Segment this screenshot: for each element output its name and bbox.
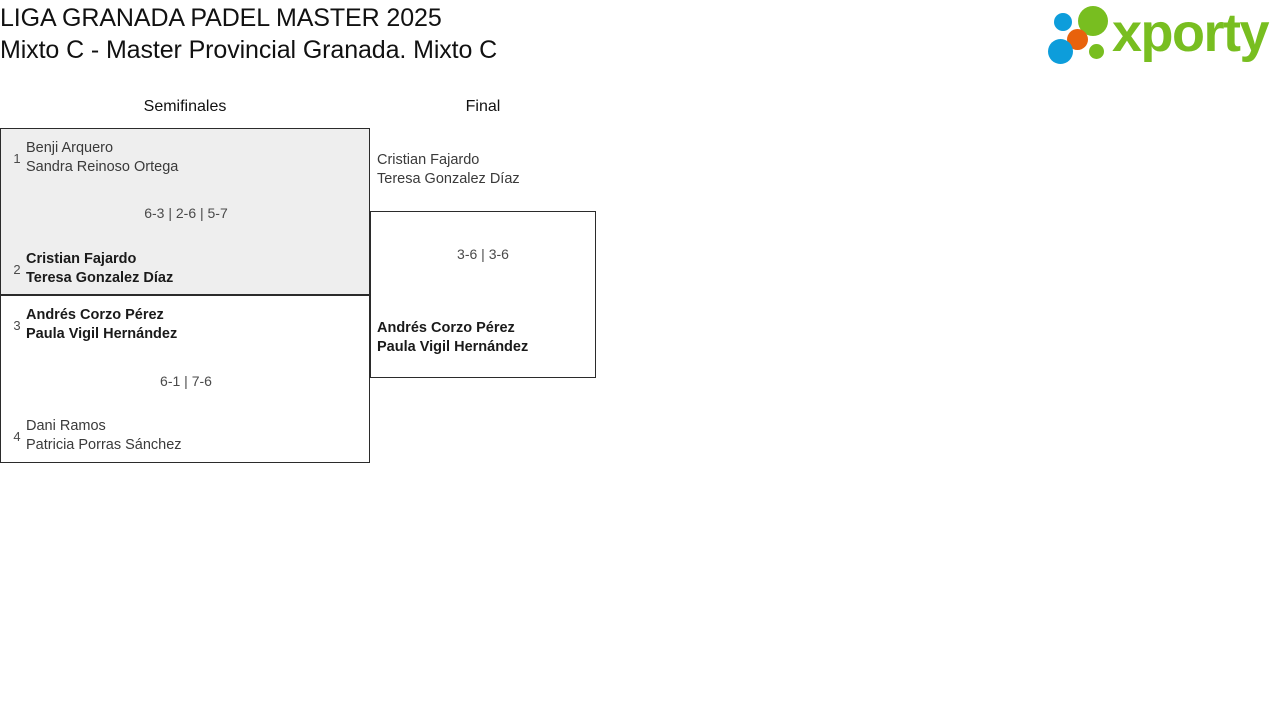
team-names: Andrés Corzo Pérez Paula Vigil Hernández xyxy=(26,306,177,344)
logo-dot-blue-small xyxy=(1054,13,1072,31)
logo-wordmark: xporty xyxy=(1112,3,1270,63)
player-name: Teresa Gonzalez Díaz xyxy=(26,270,174,286)
logo-dot-orange xyxy=(1067,29,1088,50)
match-semifinal-2[interactable]: 3 Andrés Corzo Pérez Paula Vigil Hernánd… xyxy=(0,295,370,463)
match-semifinal-1[interactable]: 1 Benji Arquero Sandra Reinoso Ortega 6-… xyxy=(0,128,370,295)
match-score: 6-3 | 2-6 | 5-7 xyxy=(144,205,228,221)
round-header-semifinals: Semifinales xyxy=(143,98,227,115)
match-score: 6-1 | 7-6 xyxy=(160,373,212,389)
match-final[interactable] xyxy=(370,211,596,378)
team-names: Cristian Fajardo Teresa Gonzalez Díaz xyxy=(26,250,173,288)
player-name: Andrés Corzo Pérez xyxy=(26,307,164,323)
tournament-title-block: LIGA GRANADA PADEL MASTER 2025 Mixto C -… xyxy=(0,2,497,66)
page-header: LIGA GRANADA PADEL MASTER 2025 Mixto C -… xyxy=(0,0,1280,78)
team-names: Benji Arquero Sandra Reinoso Ortega xyxy=(26,139,178,177)
xporty-logo[interactable]: xporty xyxy=(1048,3,1276,66)
player-name: Cristian Fajardo xyxy=(26,251,137,267)
logo-dots-icon xyxy=(1048,4,1120,66)
player-name: Teresa Gonzalez Díaz xyxy=(377,171,520,187)
seed-number: 4 xyxy=(13,428,21,444)
player-name: Paula Vigil Hernández xyxy=(377,339,529,355)
player-name: Andrés Corzo Pérez xyxy=(377,320,515,336)
player-name: Benji Arquero xyxy=(26,140,114,156)
player-name: Sandra Reinoso Ortega xyxy=(26,159,179,175)
competitor-seed-2[interactable]: 2 Cristian Fajardo Teresa Gonzalez Díaz xyxy=(1,250,369,288)
tournament-name: LIGA GRANADA PADEL MASTER 2025 xyxy=(0,4,442,32)
competitor-seed-4[interactable]: 4 Dani Ramos Patricia Porras Sánchez xyxy=(1,417,369,455)
final-winner-team[interactable]: Andrés Corzo Pérez Paula Vigil Hernández xyxy=(377,319,528,357)
tournament-category: Mixto C - Master Provincial Granada. Mix… xyxy=(0,36,498,64)
player-name: Patricia Porras Sánchez xyxy=(26,437,182,453)
player-name: Cristian Fajardo xyxy=(377,152,480,168)
team-names: Dani Ramos Patricia Porras Sánchez xyxy=(26,417,182,455)
competitor-seed-1[interactable]: 1 Benji Arquero Sandra Reinoso Ortega xyxy=(1,139,369,177)
seed-number: 1 xyxy=(13,150,21,166)
logo-dot-blue-large xyxy=(1048,39,1073,64)
final-match-score: 3-6 | 3-6 xyxy=(457,246,509,262)
seed-number: 3 xyxy=(13,317,21,333)
seed-number: 2 xyxy=(13,261,21,277)
round-header-final: Final xyxy=(465,98,501,115)
competitor-seed-3[interactable]: 3 Andrés Corzo Pérez Paula Vigil Hernánd… xyxy=(1,306,369,344)
logo-dot-green-small xyxy=(1089,44,1104,59)
player-name: Paula Vigil Hernández xyxy=(26,326,178,342)
player-name: Dani Ramos xyxy=(26,418,106,434)
final-finalist-team[interactable]: Cristian Fajardo Teresa Gonzalez Díaz xyxy=(377,151,520,189)
